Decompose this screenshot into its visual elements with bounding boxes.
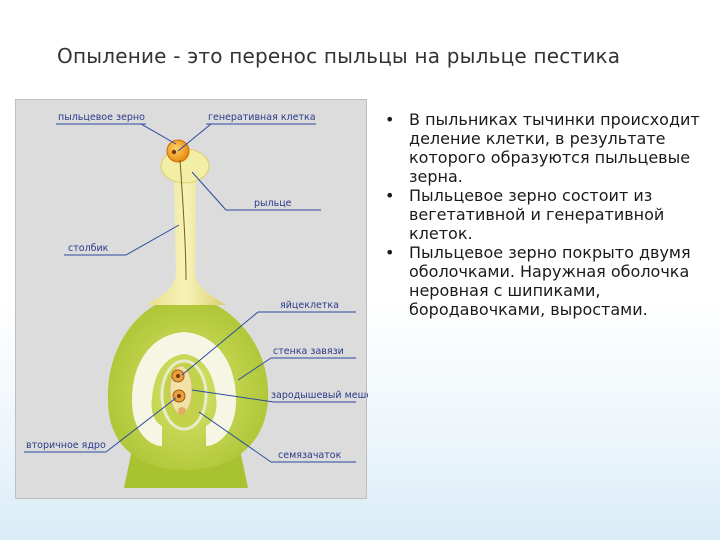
- style: [146, 178, 226, 305]
- slide-title: Опыление - это перенос пыльцы на рыльце …: [57, 44, 621, 68]
- bullet-item: • Пыльцевое зерно покрыто двумя оболочкам…: [383, 243, 703, 319]
- bullet-item: • В пыльниках тычинки происходит деление …: [383, 110, 703, 186]
- pistil-diagram-svg: пыльцевое зерно генеративная клетка рыль…: [24, 112, 368, 488]
- bullet-text: Пыльцевое зерно покрыто двумя оболочками…: [409, 243, 691, 319]
- bullet-dot: •: [385, 186, 395, 205]
- pistil-diagram: пыльцевое зерно генеративная клетка рыль…: [15, 99, 368, 499]
- bullet-list: • В пыльниках тычинки происходит деление …: [383, 110, 703, 319]
- generative-cell-dot: [171, 149, 177, 155]
- label-generative-cell: генеративная клетка: [208, 112, 316, 123]
- label-pollen-grain: пыльцевое зерно: [58, 112, 145, 123]
- bullet-dot: •: [385, 243, 395, 262]
- label-secondary-nucleus: вторичное ядро: [26, 440, 106, 451]
- label-style: столбик: [68, 243, 109, 254]
- label-ovule: семязачаток: [278, 450, 342, 461]
- ovary-cavity: [132, 332, 236, 446]
- label-stigma: рыльце: [254, 198, 292, 209]
- bullet-text: Пыльцевое зерно состоит из вегетативной …: [409, 186, 665, 243]
- bullet-text: В пыльниках тычинки происходит деление к…: [409, 110, 700, 186]
- label-ovary-wall: стенка завязи: [273, 346, 344, 357]
- bullet-dot: •: [385, 110, 395, 129]
- label-embryo-sac: зародышевый мешок: [271, 390, 368, 401]
- bullet-item: • Пыльцевое зерно состоит из вегетативной…: [383, 186, 703, 243]
- label-egg-cell: яйцеклетка: [280, 300, 339, 311]
